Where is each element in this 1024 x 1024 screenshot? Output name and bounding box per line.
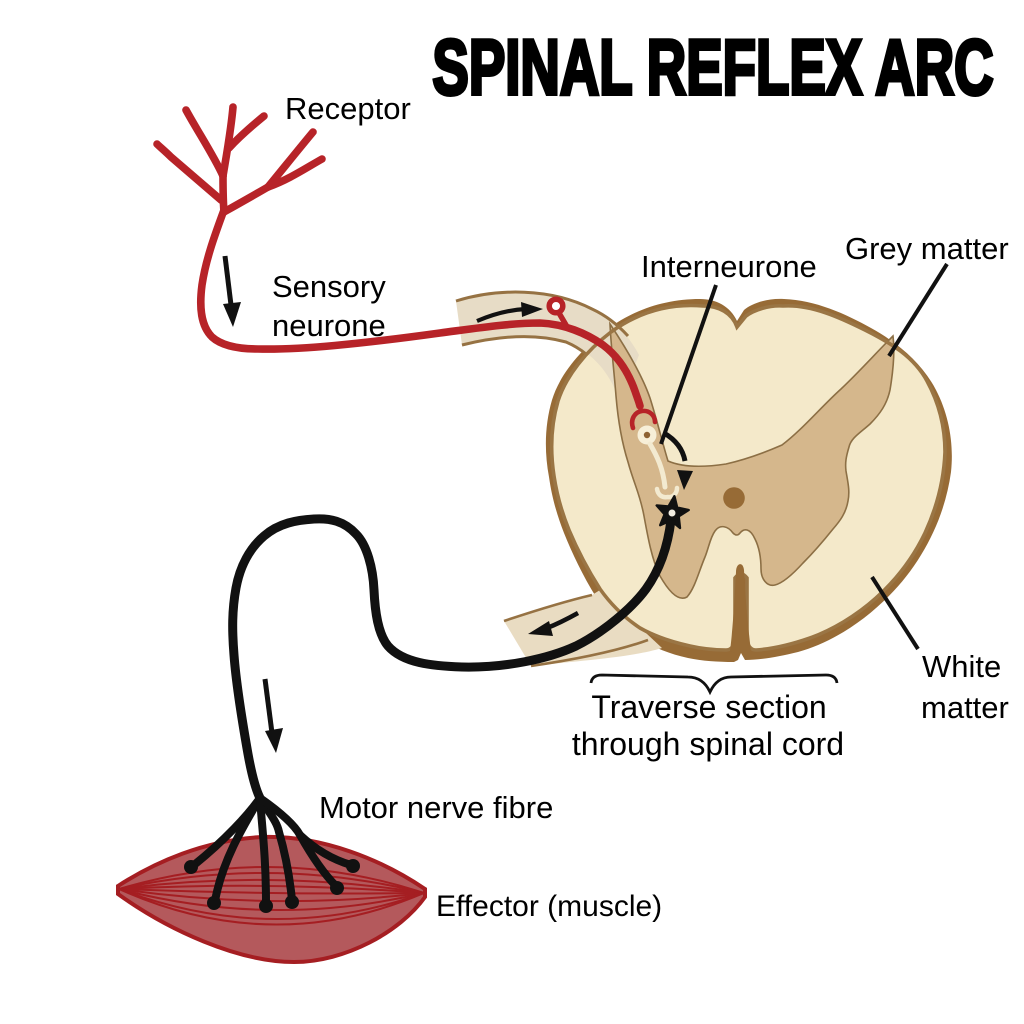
svg-text:Motor nerve fibre: Motor nerve fibre [319,790,553,825]
svg-text:Sensory: Sensory [272,269,386,304]
svg-text:Traverse section: Traverse section [591,689,826,725]
svg-text:Receptor: Receptor [285,91,411,126]
svg-text:White: White [922,649,1001,684]
svg-text:matter: matter [921,690,1009,725]
svg-text:neurone: neurone [272,308,386,343]
svg-text:through spinal cord: through spinal cord [572,726,844,762]
svg-text:Grey matter: Grey matter [845,231,1009,266]
svg-text:Interneurone: Interneurone [641,249,817,284]
svg-text:Effector (muscle): Effector (muscle) [436,890,662,923]
svg-text:SPINAL REFLEX ARC: SPINAL REFLEX ARC [432,24,993,111]
